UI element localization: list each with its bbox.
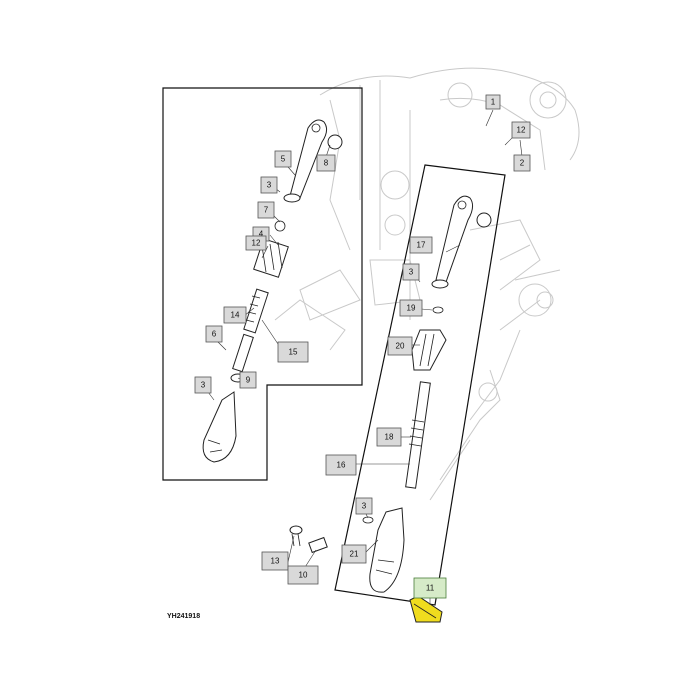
callout-19[interactable]: 19 [399,299,423,317]
main-detail-frame [334,164,506,606]
callout-3-left-bottom[interactable]: 3 [194,376,212,394]
callout-15[interactable]: 15 [277,341,309,363]
svg-text:3: 3 [267,181,272,190]
svg-text:9: 9 [246,376,251,385]
main-top-link-assembly [362,195,492,593]
pin-part-11[interactable] [409,595,443,623]
callout-11[interactable]: 11 [413,577,447,599]
svg-text:3: 3 [201,381,206,390]
callout-13[interactable]: 13 [261,551,289,571]
svg-text:17: 17 [417,241,426,250]
svg-text:19: 19 [407,304,416,313]
highlighted-pin-part [409,595,443,623]
svg-text:11: 11 [426,584,435,593]
callout-12-left[interactable]: 12 [245,235,267,251]
drawing-reference-code: YH241918 [167,613,200,620]
callout-8[interactable]: 8 [316,154,336,172]
callout-5[interactable]: 5 [274,150,292,168]
callout-3-main-top[interactable]: 3 [402,263,420,281]
svg-text:6: 6 [212,330,217,339]
svg-text:16: 16 [337,461,346,470]
svg-text:18: 18 [385,433,394,442]
svg-text:8: 8 [324,159,329,168]
callout-9[interactable]: 9 [239,371,257,389]
svg-text:5: 5 [281,155,286,164]
svg-text:10: 10 [299,571,308,580]
svg-text:20: 20 [396,342,405,351]
svg-text:12: 12 [517,126,526,135]
callout-21[interactable]: 21 [341,544,367,564]
svg-text:15: 15 [289,348,298,357]
callout-3-left-top[interactable]: 3 [260,176,278,194]
callout-3-main-bottom[interactable]: 3 [355,497,373,515]
callout-2[interactable]: 2 [513,154,531,172]
svg-text:13: 13 [271,557,280,566]
callouts: 1 2 12 8 5 3 7 4 12 14 6 15 9 3 17 3 19 … [194,94,531,599]
callout-7[interactable]: 7 [257,201,275,219]
callout-12[interactable]: 12 [511,121,531,139]
callout-20[interactable]: 20 [387,336,413,356]
callout-6[interactable]: 6 [205,325,223,343]
svg-text:14: 14 [231,311,240,320]
svg-text:21: 21 [350,550,359,559]
callout-18[interactable]: 18 [376,427,402,447]
loose-parts [289,525,328,554]
callout-10[interactable]: 10 [287,565,319,585]
svg-text:3: 3 [362,502,367,511]
svg-text:1: 1 [491,98,496,107]
svg-text:2: 2 [520,159,525,168]
svg-text:4: 4 [259,230,264,239]
callout-17[interactable]: 17 [409,236,433,254]
leader-lines [204,109,523,605]
svg-text:12: 12 [252,239,261,248]
callout-1[interactable]: 1 [485,94,501,110]
callout-14[interactable]: 14 [223,306,247,324]
callout-16[interactable]: 16 [325,454,357,476]
svg-text:3: 3 [409,268,414,277]
svg-text:7: 7 [264,206,269,215]
left-detail-frame [162,87,363,481]
